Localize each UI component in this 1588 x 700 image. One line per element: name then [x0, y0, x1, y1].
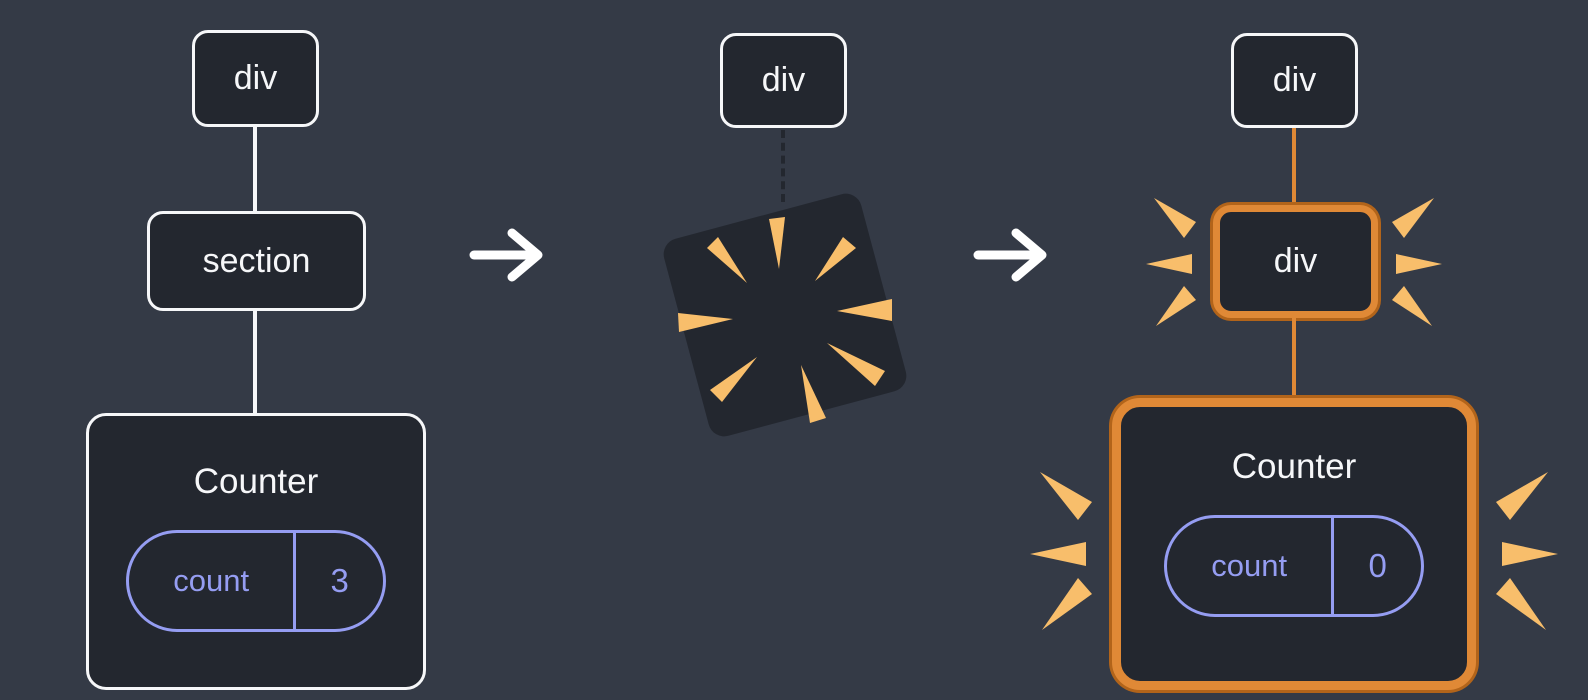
node-label: div	[1273, 242, 1318, 280]
state-key: count	[173, 563, 250, 598]
right-arrow-icon	[469, 228, 543, 282]
after-counter-component: Counter count 0	[1112, 398, 1476, 690]
state-pill-divider	[293, 533, 297, 629]
node-label: div	[1272, 61, 1317, 99]
state-key: count	[1211, 548, 1288, 583]
during-root-div-node: div	[720, 33, 847, 128]
after-edge-root-to-div	[1292, 128, 1296, 208]
after-edge-div-to-counter	[1292, 318, 1296, 398]
before-edge-root-to-section	[253, 127, 257, 213]
before-section-node: section	[147, 211, 366, 311]
right-arrow-icon	[973, 228, 1047, 282]
state-pill-divider	[1331, 518, 1335, 614]
node-label: div	[761, 61, 806, 99]
state-pill: count 3	[126, 530, 386, 632]
component-title: Counter	[193, 462, 319, 501]
spark-icon	[1030, 472, 1092, 630]
spark-icon	[1392, 198, 1442, 326]
state-value: 3	[330, 562, 349, 599]
before-root-div-node: div	[192, 30, 319, 127]
after-root-div-node: div	[1231, 33, 1358, 128]
before-counter-component: Counter count 3	[86, 413, 426, 690]
before-edge-section-to-counter	[253, 311, 257, 414]
node-label: section	[202, 241, 311, 280]
spark-icon	[1496, 472, 1558, 630]
spark-icon	[1146, 198, 1196, 326]
during-edge-dashed	[781, 130, 785, 202]
after-new-div-node: div	[1213, 205, 1378, 318]
component-title: Counter	[1231, 447, 1357, 486]
node-label: div	[233, 59, 278, 97]
state-value: 0	[1368, 547, 1387, 584]
explosion-icon	[663, 193, 907, 437]
state-pill: count 0	[1164, 515, 1424, 617]
